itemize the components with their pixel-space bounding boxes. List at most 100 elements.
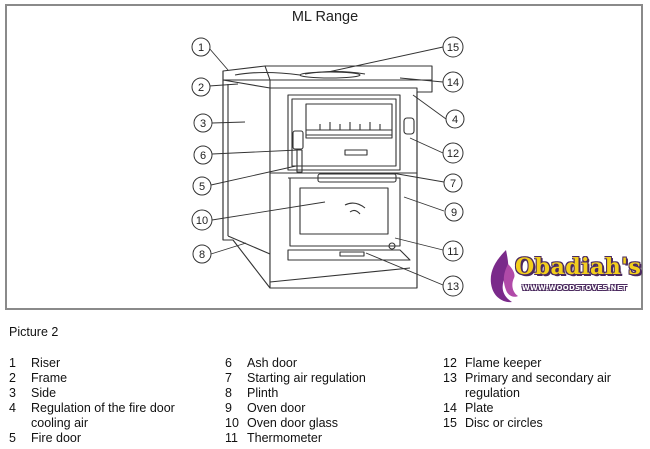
legend-item: 3 Side: [9, 386, 175, 401]
callout-label-8: 8: [199, 249, 205, 261]
flame-keeper: [344, 149, 368, 156]
legend-label: Fire door: [31, 431, 82, 445]
fire-door-glass: [305, 103, 393, 139]
callout-10: [191, 209, 213, 231]
stove-diagram: 1 2 3 4 5 6 7 8 9 10 11 12 13 14 15: [191, 36, 465, 297]
legend-item: 8 Plinth: [225, 386, 366, 401]
callout-1: [191, 37, 211, 57]
obadiahs-logo: Obadiah's WWW.WOODSTOVES.NET: [484, 248, 642, 306]
regulation-knob: [403, 117, 415, 135]
legend-item: 14 Plate: [443, 401, 611, 416]
legend-num: 9: [225, 401, 232, 415]
logo-url: WWW.WOODSTOVES.NET: [522, 284, 627, 292]
callout-15: [442, 36, 464, 58]
stove-side-panel: [222, 79, 271, 289]
legend-num: 8: [225, 386, 232, 400]
callout-label-6: 6: [200, 150, 206, 162]
legend-item: 10 Oven door glass: [225, 416, 366, 431]
callout-9: [444, 202, 464, 222]
legend-label: Plinth: [247, 386, 279, 400]
legend-item: 6 Ash door: [225, 356, 366, 371]
legend-column-1: 1 Riser 2 Frame 3 Side 4 Regulation of t…: [9, 356, 175, 446]
legend-num: 11: [225, 431, 238, 445]
callout-label-13: 13: [447, 281, 459, 293]
logo-name: Obadiah's: [515, 254, 642, 280]
oven-door-glass: [299, 187, 389, 235]
callout-label-11: 11: [447, 246, 458, 258]
oven-door: [289, 177, 401, 247]
fire-door-handle: [292, 130, 304, 150]
callout-label-10: 10: [196, 215, 208, 227]
legend-label: Starting air regulation: [247, 371, 366, 385]
callout-label-12: 12: [447, 148, 459, 160]
picture-caption: Picture 2: [9, 325, 59, 339]
legend-num: 1: [9, 356, 16, 370]
legend-label-line: cooling air: [31, 416, 88, 430]
legend-item: 1 Riser: [9, 356, 175, 371]
legend-num: 7: [225, 371, 232, 385]
callout-8: [192, 244, 212, 264]
legend-label: Regulation of the fire door cooling air: [31, 401, 175, 431]
legend-label: Frame: [31, 371, 68, 385]
callout-12: [442, 142, 464, 164]
legend-item: 5 Fire door: [9, 431, 175, 446]
legend-item: 7 Starting air regulation: [225, 371, 366, 386]
callout-6: [193, 145, 213, 165]
callout-4: [445, 109, 465, 129]
legend-item: 15 Disc or circles: [443, 416, 611, 431]
callout-2: [191, 77, 211, 97]
legend-label-line: Primary and secondary air: [465, 371, 611, 385]
callout-3: [193, 113, 213, 133]
legend-label: Oven door: [247, 401, 306, 415]
legend-num: 3: [9, 386, 16, 400]
legend-label: Flame keeper: [465, 356, 542, 370]
legend-item: 4 Regulation of the fire door cooling ai…: [9, 401, 175, 431]
legend-label: Plate: [465, 401, 494, 415]
legend-num: 12: [443, 356, 457, 370]
legend-item: 13 Primary and secondary air regulation: [443, 371, 611, 401]
callout-label-7: 7: [450, 178, 456, 190]
legend-item: 2 Frame: [9, 371, 175, 386]
legend-label: Disc or circles: [465, 416, 543, 430]
legend-label: Thermometer: [247, 431, 323, 445]
legend-column-3: 12 Flame keeper 13 Primary and secondary…: [443, 356, 611, 431]
legend-num: 10: [225, 416, 239, 430]
legend-item: 9 Oven door: [225, 401, 366, 416]
callout-label-1: 1: [198, 42, 204, 54]
legend-num: 13: [443, 371, 457, 385]
legend-label-line: regulation: [465, 386, 520, 400]
legend-label: Ash door: [247, 356, 298, 370]
legend-label: Side: [31, 386, 57, 400]
fire-door: [287, 94, 401, 171]
legend-num: 6: [225, 356, 232, 370]
callout-label-9: 9: [451, 207, 457, 219]
thermometer: [388, 242, 396, 250]
callout-7: [443, 173, 463, 193]
diagram-title: ML Range: [291, 9, 359, 25]
plinth: [287, 249, 411, 261]
legend-label: Oven door glass: [247, 416, 339, 430]
callout-label-5: 5: [199, 181, 205, 193]
callout-label-2: 2: [198, 82, 204, 94]
legend-num: 15: [443, 416, 457, 430]
legend-num: 14: [443, 401, 457, 415]
callout-11: [442, 240, 464, 262]
legend-label: Primary and secondary air regulation: [465, 371, 611, 401]
legend-label: Riser: [31, 356, 61, 370]
callout-13: [442, 275, 464, 297]
callout-label-14: 14: [447, 77, 459, 89]
callout-label-15: 15: [447, 42, 459, 54]
legend-num: 4: [9, 401, 16, 415]
callout-label-4: 4: [452, 114, 458, 126]
flame-icon: [490, 250, 518, 303]
callout-label-3: 3: [200, 118, 206, 130]
legend-label-line: Regulation of the fire door: [31, 401, 175, 415]
callout-14: [442, 71, 464, 93]
legend-num: 5: [9, 431, 16, 445]
callout-5: [192, 176, 212, 196]
legend-item: 12 Flame keeper: [443, 356, 611, 371]
oven-handle: [317, 173, 397, 183]
legend-column-2: 6 Ash door 7 Starting air regulation 8 P…: [225, 356, 366, 446]
legend-num: 2: [9, 371, 16, 385]
legend-item: 11 Thermometer: [225, 431, 366, 446]
